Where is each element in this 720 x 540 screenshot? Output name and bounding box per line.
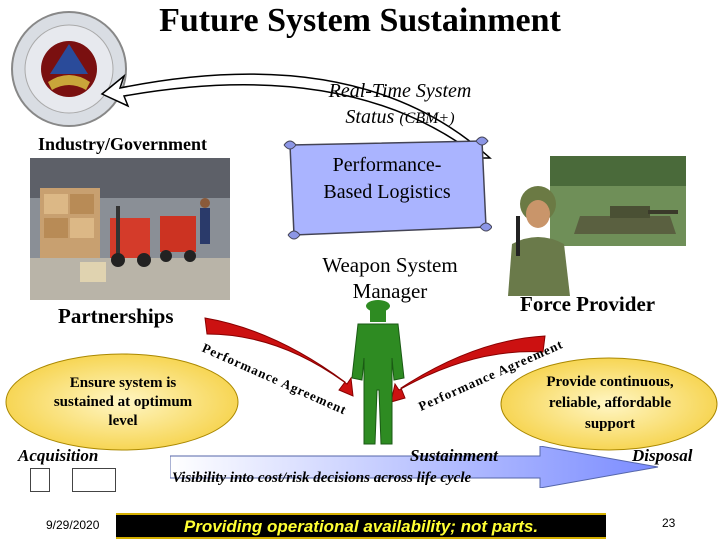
sustainment-label: Sustainment	[410, 446, 498, 465]
provide-text: Provide continuous, reliable, affordable…	[522, 372, 698, 435]
pbl-line2: Based Logistics	[323, 181, 451, 203]
acquisition-box-1	[30, 468, 50, 492]
provide-ellipse	[500, 357, 718, 451]
wsm-line2: Manager	[352, 279, 428, 303]
ensure-line1: Ensure system is	[69, 375, 177, 391]
organization-seal-logo	[11, 11, 127, 127]
ensure-line3: level	[108, 413, 138, 429]
pbl-text: Performance- Based Logistics	[296, 152, 478, 206]
disposal-label: Disposal	[632, 446, 693, 465]
real-time-line1: Real-Time System	[328, 80, 472, 102]
acquisition-label: Acquisition	[18, 446, 99, 465]
feedback-arc-arrow	[100, 73, 492, 159]
partnerships-label: Partnerships	[58, 304, 174, 328]
slide-date: 9/29/2020	[46, 518, 100, 532]
real-time-status-label: Real-Time System Status (CBM+)	[300, 78, 500, 132]
page-number: 23	[662, 516, 676, 530]
slide-title: Future System Sustainment	[159, 2, 561, 39]
ensure-ellipse	[5, 353, 239, 451]
pbl-scroll-banner	[283, 136, 492, 240]
industry-government-label: Industry/Government	[38, 134, 208, 154]
soldier-tank-photo	[500, 156, 686, 296]
force-provider-label: Force Provider	[520, 292, 656, 316]
lifecycle-arrow	[170, 446, 659, 488]
footer-banner: Providing operational availability; not …	[116, 513, 606, 539]
cbm-abbr: (CBM+)	[399, 110, 455, 127]
pbl-line1: Performance-	[332, 154, 442, 176]
weapon-system-manager-label: Weapon System Manager	[300, 252, 480, 304]
warehouse-forklift-photo	[30, 158, 230, 300]
ensure-line2: sustained at optimum	[53, 394, 193, 410]
wsm-line1: Weapon System	[322, 253, 458, 277]
provide-line2: reliable, affordable	[548, 395, 672, 411]
visibility-caption: Visibility into cost/risk decisions acro…	[172, 470, 472, 486]
agreement-arrows	[204, 317, 546, 403]
provide-line1: Provide continuous,	[546, 374, 674, 390]
real-time-line2: Status	[345, 106, 395, 128]
weapon-system-manager-figure	[351, 300, 405, 445]
ensure-text: Ensure system is sustained at optimum le…	[30, 374, 216, 431]
acquisition-box-2	[72, 468, 116, 492]
provide-line3: support	[584, 416, 636, 432]
